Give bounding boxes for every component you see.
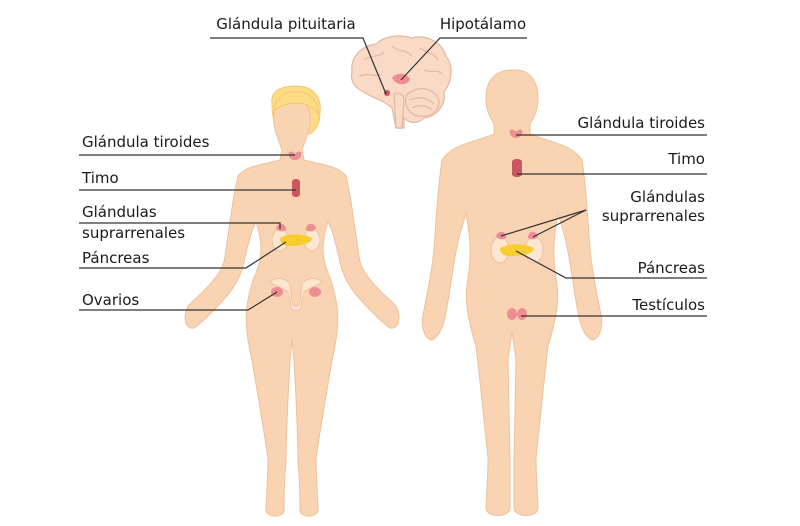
label-male-adrenal-line1: Glándulas: [630, 188, 705, 206]
brain-illustration: [350, 35, 452, 129]
label-male-adrenal-line2: suprarrenales: [602, 207, 705, 225]
female-thyroid-gland: [288, 151, 302, 160]
labels: Glándula pituitaria Hipotálamo Glándula …: [81, 15, 705, 314]
leader-lines: [79, 37, 707, 317]
label-male-thyroid: Glándula tiroides: [578, 114, 706, 132]
label-male-testes: Testículos: [631, 296, 705, 314]
label-female-pancreas: Páncreas: [82, 249, 150, 267]
female-ovary-right: [309, 287, 321, 297]
label-female-adrenal-line2: suprarrenales: [82, 224, 185, 242]
male-adrenal-right: [528, 231, 538, 240]
label-male-pancreas: Páncreas: [638, 259, 706, 277]
male-pancreas-gland: [500, 244, 534, 256]
label-pituitary: Glándula pituitaria: [216, 15, 356, 33]
label-female-thymus: Timo: [81, 169, 119, 187]
brain-stem: [393, 92, 405, 129]
hypothalamus-gland: [392, 73, 410, 85]
female-thymus-gland: [292, 179, 300, 197]
female-uterus: [269, 277, 323, 311]
female-pancreas-gland: [280, 234, 312, 246]
male-thymus-gland: [512, 159, 522, 177]
label-female-thyroid: Glándula tiroides: [82, 133, 210, 151]
female-figure: [184, 85, 400, 517]
female-adrenal-right: [306, 223, 316, 232]
male-thyroid-gland: [509, 129, 523, 138]
cerebellum: [405, 88, 440, 117]
male-testis-right: [517, 308, 527, 320]
label-female-ovaries: Ovarios: [82, 291, 139, 309]
label-hypothalamus: Hipotálamo: [440, 15, 526, 33]
label-male-thymus: Timo: [667, 150, 705, 168]
male-body: [421, 69, 603, 516]
male-testis-left: [507, 308, 517, 320]
female-hair-front: [273, 91, 319, 116]
male-figure: [421, 69, 603, 516]
female-adrenal-left: [276, 223, 286, 232]
label-female-adrenal-line1: Glándulas: [82, 203, 157, 221]
